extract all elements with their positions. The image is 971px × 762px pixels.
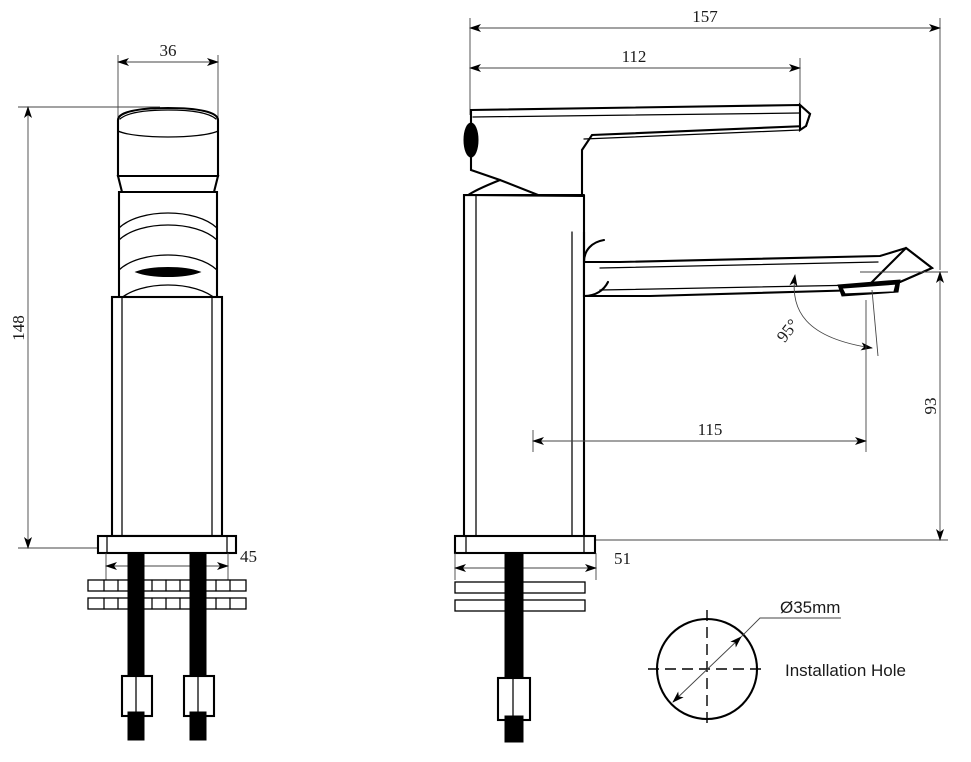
front-view-group: 36 148 — [9, 41, 257, 741]
dimension-93: 93 — [596, 271, 948, 541]
front-base-flange — [96, 534, 238, 555]
side-base-flange — [453, 534, 597, 555]
dimension-label-51: 51 — [614, 549, 631, 568]
dimension-label-93: 93 — [921, 398, 940, 415]
dimension-label-148: 148 — [9, 315, 28, 341]
hole-diameter-arrow — [672, 636, 742, 703]
dimension-label-36: 36 — [160, 41, 177, 60]
dimension-148: 148 — [9, 106, 160, 549]
hole-leader-line — [740, 617, 841, 638]
dimension-157: 157 — [469, 7, 941, 270]
side-washer-plates — [454, 581, 586, 612]
front-hex-nuts — [120, 674, 216, 741]
front-column-body — [110, 295, 224, 538]
front-handle-neck — [116, 174, 220, 194]
front-lever-body — [117, 190, 219, 302]
dimension-51: 51 — [454, 549, 631, 580]
installation-hole-detail-group: Ø35mm Installation Hole — [648, 598, 906, 728]
side-column-body — [462, 193, 586, 538]
dimension-label-112: 112 — [622, 47, 647, 66]
side-hex-nut — [496, 676, 532, 743]
front-handle-cap — [116, 106, 220, 178]
dimension-label-45: 45 — [240, 547, 257, 566]
dimension-label-115: 115 — [698, 420, 723, 439]
side-view-group: 157 112 — [453, 7, 948, 743]
installation-hole-caption: Installation Hole — [785, 661, 906, 680]
dimension-115: 115 — [532, 300, 867, 452]
dimension-label-157: 157 — [692, 7, 718, 26]
dimension-112: 112 — [469, 47, 801, 112]
side-lever-handle — [463, 102, 812, 210]
front-washer-plates — [87, 579, 247, 610]
hole-diameter-label: Ø35mm — [780, 598, 840, 617]
dimension-36: 36 — [117, 41, 219, 125]
dimension-45: 45 — [105, 547, 257, 580]
